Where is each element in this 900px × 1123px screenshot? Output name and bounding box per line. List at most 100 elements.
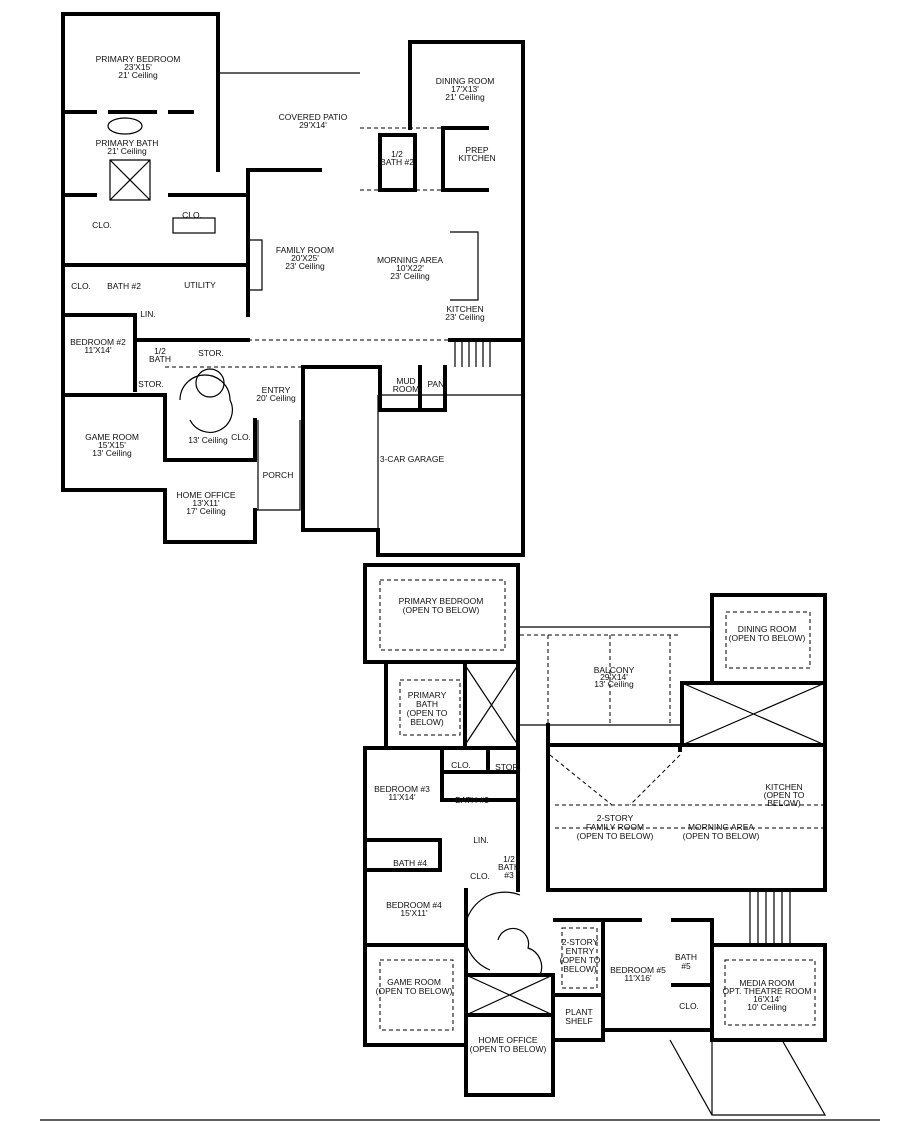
room-label: MUD <box>396 376 415 386</box>
room-label: PRIMARY BEDROOM <box>399 596 484 606</box>
room-label: PREP <box>465 145 488 155</box>
room-label: BELOW) <box>410 717 444 727</box>
room-label: CLO. <box>470 871 490 881</box>
room-label: (OPEN TO <box>764 790 805 800</box>
room-label: (OPEN TO BELOW) <box>729 633 806 643</box>
room-label: 11'X14' <box>388 792 416 802</box>
room-label: 21' Ceiling <box>107 146 147 156</box>
room-label: 29'X14' <box>600 672 628 682</box>
room-label: 20'X25' <box>291 253 319 263</box>
room-label: (OPEN TO <box>560 955 601 965</box>
room-label: PORCH <box>263 470 294 480</box>
room-label: BATH <box>498 862 520 872</box>
room-label: GAME ROOM <box>387 977 441 987</box>
room-label: (OPEN TO BELOW) <box>403 605 480 615</box>
room-label: 13' Ceiling <box>92 448 132 458</box>
room-label: BATH <box>149 354 171 364</box>
room-label: BATH #4 <box>393 858 427 868</box>
room-label: KITCHEN <box>458 153 495 163</box>
room-label: (OPEN TO BELOW) <box>577 831 654 841</box>
room-label: FAMILY ROOM <box>276 245 334 255</box>
room-label: PLANT <box>565 1007 592 1017</box>
room-label: OPT. THEATRE ROOM <box>723 986 812 996</box>
room-label: BEDROOM #3 <box>374 784 430 794</box>
room-label: 29'X14' <box>299 120 327 130</box>
stairs-icon <box>179 340 491 433</box>
room-label: 23' Ceiling <box>285 261 325 271</box>
room-label: 3-CAR GARAGE <box>380 454 445 464</box>
room-label: 2-STORY <box>597 813 634 823</box>
room-label: LIN. <box>140 309 156 319</box>
room-label: FAMILY ROOM <box>586 822 644 832</box>
room-label: (OPEN TO BELOW) <box>470 1044 547 1054</box>
room-label: (OPEN TO <box>407 708 448 718</box>
room-label: 11'X14' <box>84 345 112 355</box>
svg-text:GAME ROOM(OPEN TO BELOW): GAME ROOM(OPEN TO BELOW) <box>376 977 453 996</box>
room-label: ENTRY <box>566 946 595 956</box>
svg-text:MORNING AREA(OPEN TO BELOW): MORNING AREA(OPEN TO BELOW) <box>683 822 760 841</box>
room-label: 10'X22' <box>396 263 424 273</box>
svg-text:BEDROOM #511'X16': BEDROOM #511'X16' <box>610 965 666 983</box>
room-label: STOR. <box>495 762 521 772</box>
room-label: PAN. <box>427 379 446 389</box>
room-label: KITCHEN <box>446 304 483 314</box>
room-label: 15'X15' <box>98 440 126 450</box>
room-label: MORNING AREA <box>377 255 443 265</box>
room-label: (OPEN TO BELOW) <box>683 831 760 841</box>
room-label: BEDROOM #4 <box>386 900 442 910</box>
room-label: PRIMARY BATH <box>96 138 159 148</box>
room-label: 13' Ceiling <box>188 435 228 445</box>
room-label: KITCHEN <box>765 782 802 792</box>
room-label: STOR. <box>138 379 164 389</box>
room-label: GAME ROOM <box>85 432 139 442</box>
svg-text:HOME OFFICE(OPEN TO BELOW): HOME OFFICE(OPEN TO BELOW) <box>470 1035 547 1054</box>
svg-text:DINING ROOM(OPEN TO BELOW): DINING ROOM(OPEN TO BELOW) <box>729 624 806 643</box>
room-label: PRIMARY BEDROOM <box>96 54 181 64</box>
room-label: CLO. <box>451 760 471 770</box>
room-label: #5 <box>681 961 691 971</box>
room-label: DINING ROOM <box>738 624 797 634</box>
room-label: 17'X13' <box>451 84 479 94</box>
room-label: BATH #2 <box>380 157 414 167</box>
room-label: MEDIA ROOM <box>739 978 794 988</box>
room-label: CLO. <box>92 220 112 230</box>
room-label: 11'X16' <box>624 973 652 983</box>
room-label: #3 <box>504 870 514 880</box>
second-floor-walls <box>40 563 880 1121</box>
room-label: 23' Ceiling <box>445 312 485 322</box>
svg-text:PRIMARY BEDROOM(OPEN TO BELOW): PRIMARY BEDROOM(OPEN TO BELOW) <box>399 596 484 615</box>
room-label: CLO. <box>71 281 91 291</box>
room-label: 17' Ceiling <box>186 506 226 516</box>
room-label: BATH <box>416 699 438 709</box>
room-label: BATH #3 <box>455 795 489 805</box>
svg-text:BEDROOM #415'X11': BEDROOM #415'X11' <box>386 900 442 918</box>
room-label: 16'X14' <box>753 994 781 1004</box>
room-label: 21' Ceiling <box>118 70 158 80</box>
first-floor-walls <box>61 12 525 557</box>
room-label: 1/2 <box>391 149 403 159</box>
room-label: (OPEN TO BELOW) <box>376 986 453 996</box>
room-label: 23' Ceiling <box>390 271 430 281</box>
room-label: STOR. <box>198 348 224 358</box>
room-label: 15'X11' <box>400 908 428 918</box>
